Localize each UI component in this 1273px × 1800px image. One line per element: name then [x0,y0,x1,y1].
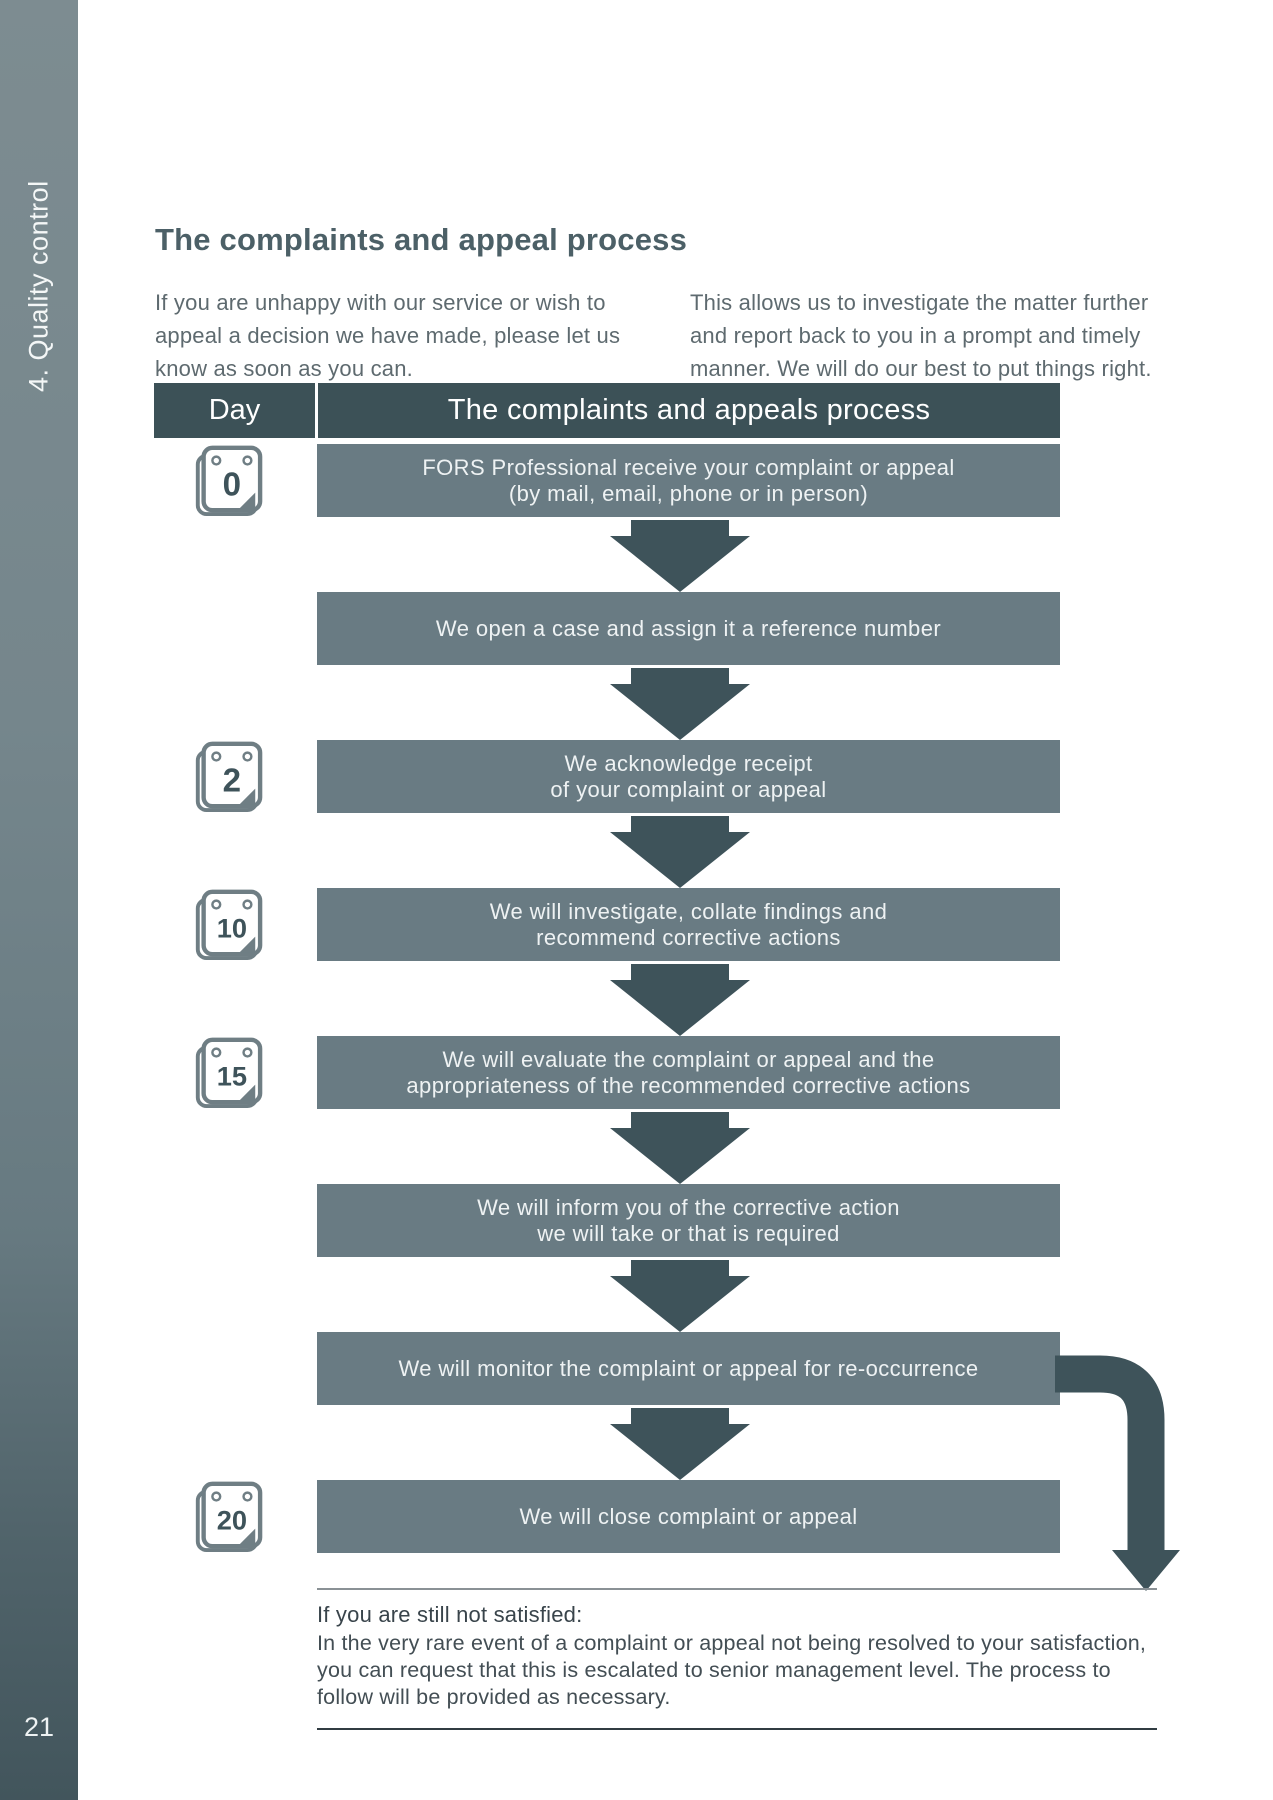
step-box-monitor: We will monitor the complaint or appeal … [317,1332,1060,1405]
intro-paragraph-right: This allows us to investigate the matter… [690,290,1152,381]
note-heading: If you are still not satisfied: [317,1602,583,1627]
step-box-receive: FORS Professional receive your complaint… [317,444,1060,517]
step-box-close: We will close complaint or appeal [317,1480,1060,1553]
day-number: 15 [217,1061,247,1092]
down-arrow-icon [610,520,750,592]
calendar-day-0-icon: 0 [195,445,263,517]
down-arrow-icon [610,1260,750,1332]
calendar-day-2-icon: 2 [195,741,263,813]
down-arrow-icon [610,816,750,888]
step-box-open-case: We open a case and assign it a reference… [317,592,1060,665]
day-number: 2 [223,763,241,800]
day-number: 0 [223,467,241,504]
step-box-evaluate: We will evaluate the complaint or appeal… [317,1036,1060,1109]
process-column-header: The complaints and appeals process [447,394,931,426]
day-number: 10 [217,913,247,944]
calendar-day-15-icon: 15 [195,1037,263,1109]
step-box-investigate: We will investigate, collate findings an… [317,888,1060,961]
intro-paragraph-left: If you are unhappy with our service or w… [155,290,621,381]
note-bottom-rule [317,1728,1157,1730]
calendar-day-10-icon: 10 [195,889,263,961]
header-divider [315,383,318,438]
section-sidebar: 4. Quality control 21 [0,0,78,1800]
page-number: 21 [23,1712,55,1742]
down-arrow-icon [610,1112,750,1184]
down-arrow-icon [610,668,750,740]
step-box-acknowledge: We acknowledge receipt of your complaint… [317,740,1060,813]
page-title: The complaints and appeal process [155,222,688,257]
day-column-header: Day [208,394,261,426]
note-top-rule [317,1588,1157,1590]
step-box-inform: We will inform you of the corrective act… [317,1184,1060,1257]
note-body: In the very rare event of a complaint or… [317,1631,1147,1709]
section-label: 4. Quality control [23,180,54,392]
down-arrow-icon [610,964,750,1036]
day-number: 20 [217,1505,247,1536]
loop-arrow-icon [1055,1355,1180,1591]
down-arrow-icon [610,1408,750,1480]
flow-table-header: Day The complaints and appeals process [154,383,1060,438]
calendar-day-20-icon: 20 [195,1481,263,1553]
